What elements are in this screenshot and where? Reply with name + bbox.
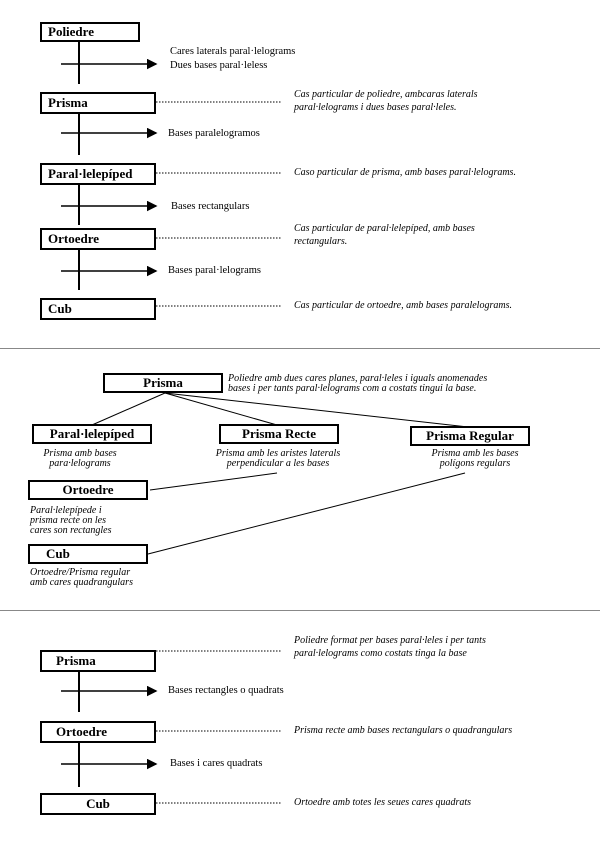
arrow-label-3: Bases rectangulars [171, 201, 250, 212]
note-p2-recte: Prisma amb les aristes laterals perpendi… [198, 449, 358, 469]
note-prisma-line-2: paral·lelograms i dues bases paral·leles… [294, 102, 457, 113]
note-root-line-1: Poliedre amb dues cares planes, paral·le… [228, 373, 488, 384]
box-poliedre: Poliedre [40, 22, 140, 42]
separator-2 [0, 610, 600, 611]
box-p2-ortoedre: Ortoedre [28, 480, 148, 500]
box-p2-recte: Prisma Recte [219, 424, 339, 444]
arrow-label-4: Bases paral·lelograms [168, 265, 262, 276]
tree-line-ortoedre [149, 472, 278, 491]
note-p3-ortoedre: Prisma recte amb bases rectangulars o qu… [294, 725, 513, 736]
note-p2-recte-line-2: perpendicular a les bases [226, 458, 330, 469]
arrow-label-2: Bases paralelogramos [168, 128, 260, 139]
box-p2-paralelepiped: Paral·lelepíped [32, 424, 152, 444]
note-p2-cub-line-2: amb cares quadrangulars [30, 577, 133, 588]
note-root-line-2: bases i per tants paral·lelograms com a … [228, 383, 477, 394]
note-p3-prisma-line-1: Poliedre format per bases paral·leles i … [294, 635, 486, 646]
box-cub: Cub [40, 298, 156, 320]
note-prisma-line-1: Cas particular de poliedre, ambcaras lat… [294, 89, 478, 100]
separator-1 [0, 348, 600, 349]
note-paralelepiped: Caso particular de prisma, amb bases par… [294, 167, 516, 178]
tree-line-paralelepiped [91, 392, 166, 426]
note-cub: Cas particular de ortoedre, amb bases pa… [294, 300, 512, 311]
note-p2-ortoedre: Paral·lelepípede i prisma recte on les c… [30, 506, 111, 536]
box-ortoedre: Ortoedre [40, 228, 156, 250]
box-p3-prisma: Prisma [40, 650, 156, 672]
note-p3-prisma: Poliedre format per bases paral·leles i … [294, 634, 486, 660]
note-p2-ortoedre-line-2: prisma recte on les [30, 515, 107, 526]
tree-line-regular [164, 392, 469, 428]
note-p2-recte-line-1: Prisma amb les aristes laterals [215, 448, 341, 459]
note-p2-cub-line-1: Ortoedre/Prisma regular [30, 567, 131, 578]
box-prisma: Prisma [40, 92, 156, 114]
box-p2-cub: Cub [28, 544, 148, 564]
box-paralelepiped: Paral·lelepíped [40, 163, 156, 185]
tree-line-cub [147, 472, 466, 555]
note-ortoedre-line-1: Cas particular de paral·lelepíped, amb b… [294, 223, 475, 234]
box-p3-cub: Cub [40, 793, 156, 815]
note-p2-regular-line-1: Prisma amb les bases [431, 448, 519, 459]
note-root-prisma: Poliedre amb dues cares planes, paral·le… [228, 374, 487, 394]
note-p2-paralelepiped: Prisma amb bases para·lelograms [20, 449, 140, 469]
box-p2-regular: Prisma Regular [410, 426, 530, 446]
note-p2-regular-line-2: polígons regulars [439, 458, 511, 469]
box-root-prisma: Prisma [103, 373, 223, 393]
note-p2-paralelepiped-line-1: Prisma amb bases [43, 448, 117, 459]
note-ortoedre-line-2: rectangulars. [294, 236, 348, 247]
note-ortoedre: Cas particular de paral·lelepíped, amb b… [294, 222, 475, 248]
note-p3-cub: Ortoedre amb totes les seues cares quadr… [294, 797, 472, 808]
arrow-label-6: Bases i cares quadrats [170, 758, 263, 769]
note-p2-regular: Prisma amb les bases polígons regulars [405, 449, 545, 469]
note-p2-ortoedre-line-3: cares son rectangles [30, 525, 112, 536]
note-prisma: Cas particular de poliedre, ambcaras lat… [294, 88, 478, 114]
arrow-label-1-line-1: Cares laterals paral·lelograms [170, 46, 296, 57]
arrow-label-5: Bases rectangles o quadrats [168, 685, 284, 696]
note-p3-prisma-line-2: paral·lelograms como costats tinga la ba… [294, 648, 467, 659]
tree-line-recte [164, 392, 278, 426]
box-p3-ortoedre: Ortoedre [40, 721, 156, 743]
note-p2-paralelepiped-line-2: para·lelograms [49, 458, 111, 469]
arrow-label-1-line-2: Dues bases paral·leless [170, 60, 268, 71]
note-p2-ortoedre-line-1: Paral·lelepípede i [30, 505, 102, 516]
note-p2-cub: Ortoedre/Prisma regular amb cares quadra… [30, 568, 133, 588]
arrow-label-1: Cares laterals paral·lelograms Dues base… [170, 45, 295, 73]
